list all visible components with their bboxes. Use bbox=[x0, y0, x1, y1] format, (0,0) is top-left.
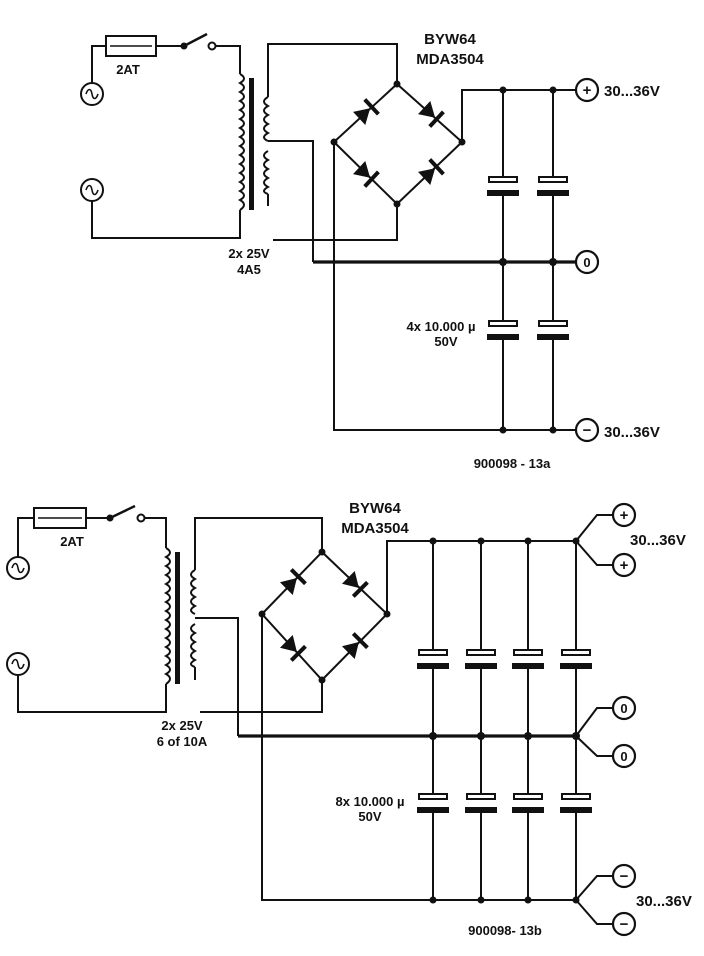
terminal-ground-b2: 0 bbox=[611, 743, 637, 769]
capacitor-icon bbox=[512, 793, 544, 813]
transformer-label-line1: 2x 25V bbox=[161, 718, 203, 733]
output-negative-label: 30...36V bbox=[604, 424, 660, 441]
capacitor-icon bbox=[465, 793, 497, 813]
terminal-positive-a: + bbox=[574, 77, 600, 103]
transformer-icon bbox=[237, 73, 271, 211]
minus-symbol: − bbox=[620, 868, 629, 885]
plus-symbol: + bbox=[583, 82, 592, 99]
transformer-label-line2: 6 of 10A bbox=[157, 734, 208, 749]
fuse-label: 2AT bbox=[116, 62, 140, 77]
capacitor-icon bbox=[487, 176, 519, 196]
bridge-label-line2: MDA3504 bbox=[341, 520, 409, 537]
minus-symbol: − bbox=[583, 422, 592, 439]
zero-symbol: 0 bbox=[620, 749, 627, 764]
transformer-label-line1: 2x 25V bbox=[228, 246, 270, 261]
transformer-label-line2: 4A5 bbox=[237, 262, 261, 277]
figure-reference: 900098 - 13a bbox=[474, 456, 551, 471]
minus-symbol: − bbox=[620, 916, 629, 933]
capacitor-bank-b bbox=[417, 537, 592, 904]
transformer-icon bbox=[163, 547, 198, 685]
capacitor-label-line1: 4x 10.000 µ bbox=[407, 319, 476, 334]
diode-bridge-icon bbox=[258, 548, 391, 684]
capacitor-icon bbox=[487, 320, 519, 340]
capacitor-label-line2: 50V bbox=[434, 334, 457, 349]
terminal-positive-b2: + bbox=[611, 552, 637, 578]
bridge-label-line2: MDA3504 bbox=[416, 51, 484, 68]
ac-source-icon bbox=[6, 652, 30, 676]
circuit-b: + + 0 0 − − 2AT BYW64 MDA3504 2x 25V 6 o… bbox=[6, 500, 692, 938]
zero-symbol: 0 bbox=[583, 255, 590, 270]
circuit-a: + 0 − 2AT BYW64 MDA3504 2x 25V 4A5 4x 10… bbox=[80, 31, 660, 471]
capacitor-bank-a bbox=[487, 86, 569, 434]
capacitor-icon bbox=[417, 649, 449, 669]
ac-source-icon bbox=[6, 556, 30, 580]
capacitor-icon bbox=[537, 176, 569, 196]
capacitor-label-line2: 50V bbox=[358, 809, 381, 824]
terminal-negative-a: − bbox=[574, 417, 600, 443]
plus-symbol: + bbox=[620, 557, 629, 574]
plus-symbol: + bbox=[620, 507, 629, 524]
fuse-label: 2AT bbox=[60, 534, 84, 549]
capacitor-icon bbox=[560, 793, 592, 813]
terminal-negative-b2: − bbox=[611, 911, 637, 937]
bridge-label-line1: BYW64 bbox=[349, 500, 401, 517]
output-positive-label: 30...36V bbox=[604, 83, 660, 100]
ac-source-icon bbox=[80, 82, 104, 106]
output-negative-label: 30...36V bbox=[636, 893, 692, 910]
diode-bridge-icon bbox=[330, 80, 466, 208]
ac-source-icon bbox=[80, 178, 104, 202]
capacitor-icon bbox=[537, 320, 569, 340]
capacitor-icon bbox=[560, 649, 592, 669]
switch-icon bbox=[183, 32, 208, 48]
zero-symbol: 0 bbox=[620, 701, 627, 716]
terminal-positive-b1: + bbox=[611, 502, 637, 528]
capacitor-icon bbox=[465, 649, 497, 669]
terminal-negative-b1: − bbox=[611, 863, 637, 889]
capacitor-icon bbox=[417, 793, 449, 813]
switch-icon bbox=[109, 504, 136, 520]
capacitor-label-line1: 8x 10.000 µ bbox=[336, 794, 405, 809]
capacitor-icon bbox=[512, 649, 544, 669]
figure-reference: 900098- 13b bbox=[468, 923, 542, 938]
terminal-ground-b1: 0 bbox=[611, 695, 637, 721]
terminal-ground-a: 0 bbox=[574, 249, 600, 275]
bridge-label-line1: BYW64 bbox=[424, 31, 476, 48]
output-positive-label: 30...36V bbox=[630, 532, 686, 549]
